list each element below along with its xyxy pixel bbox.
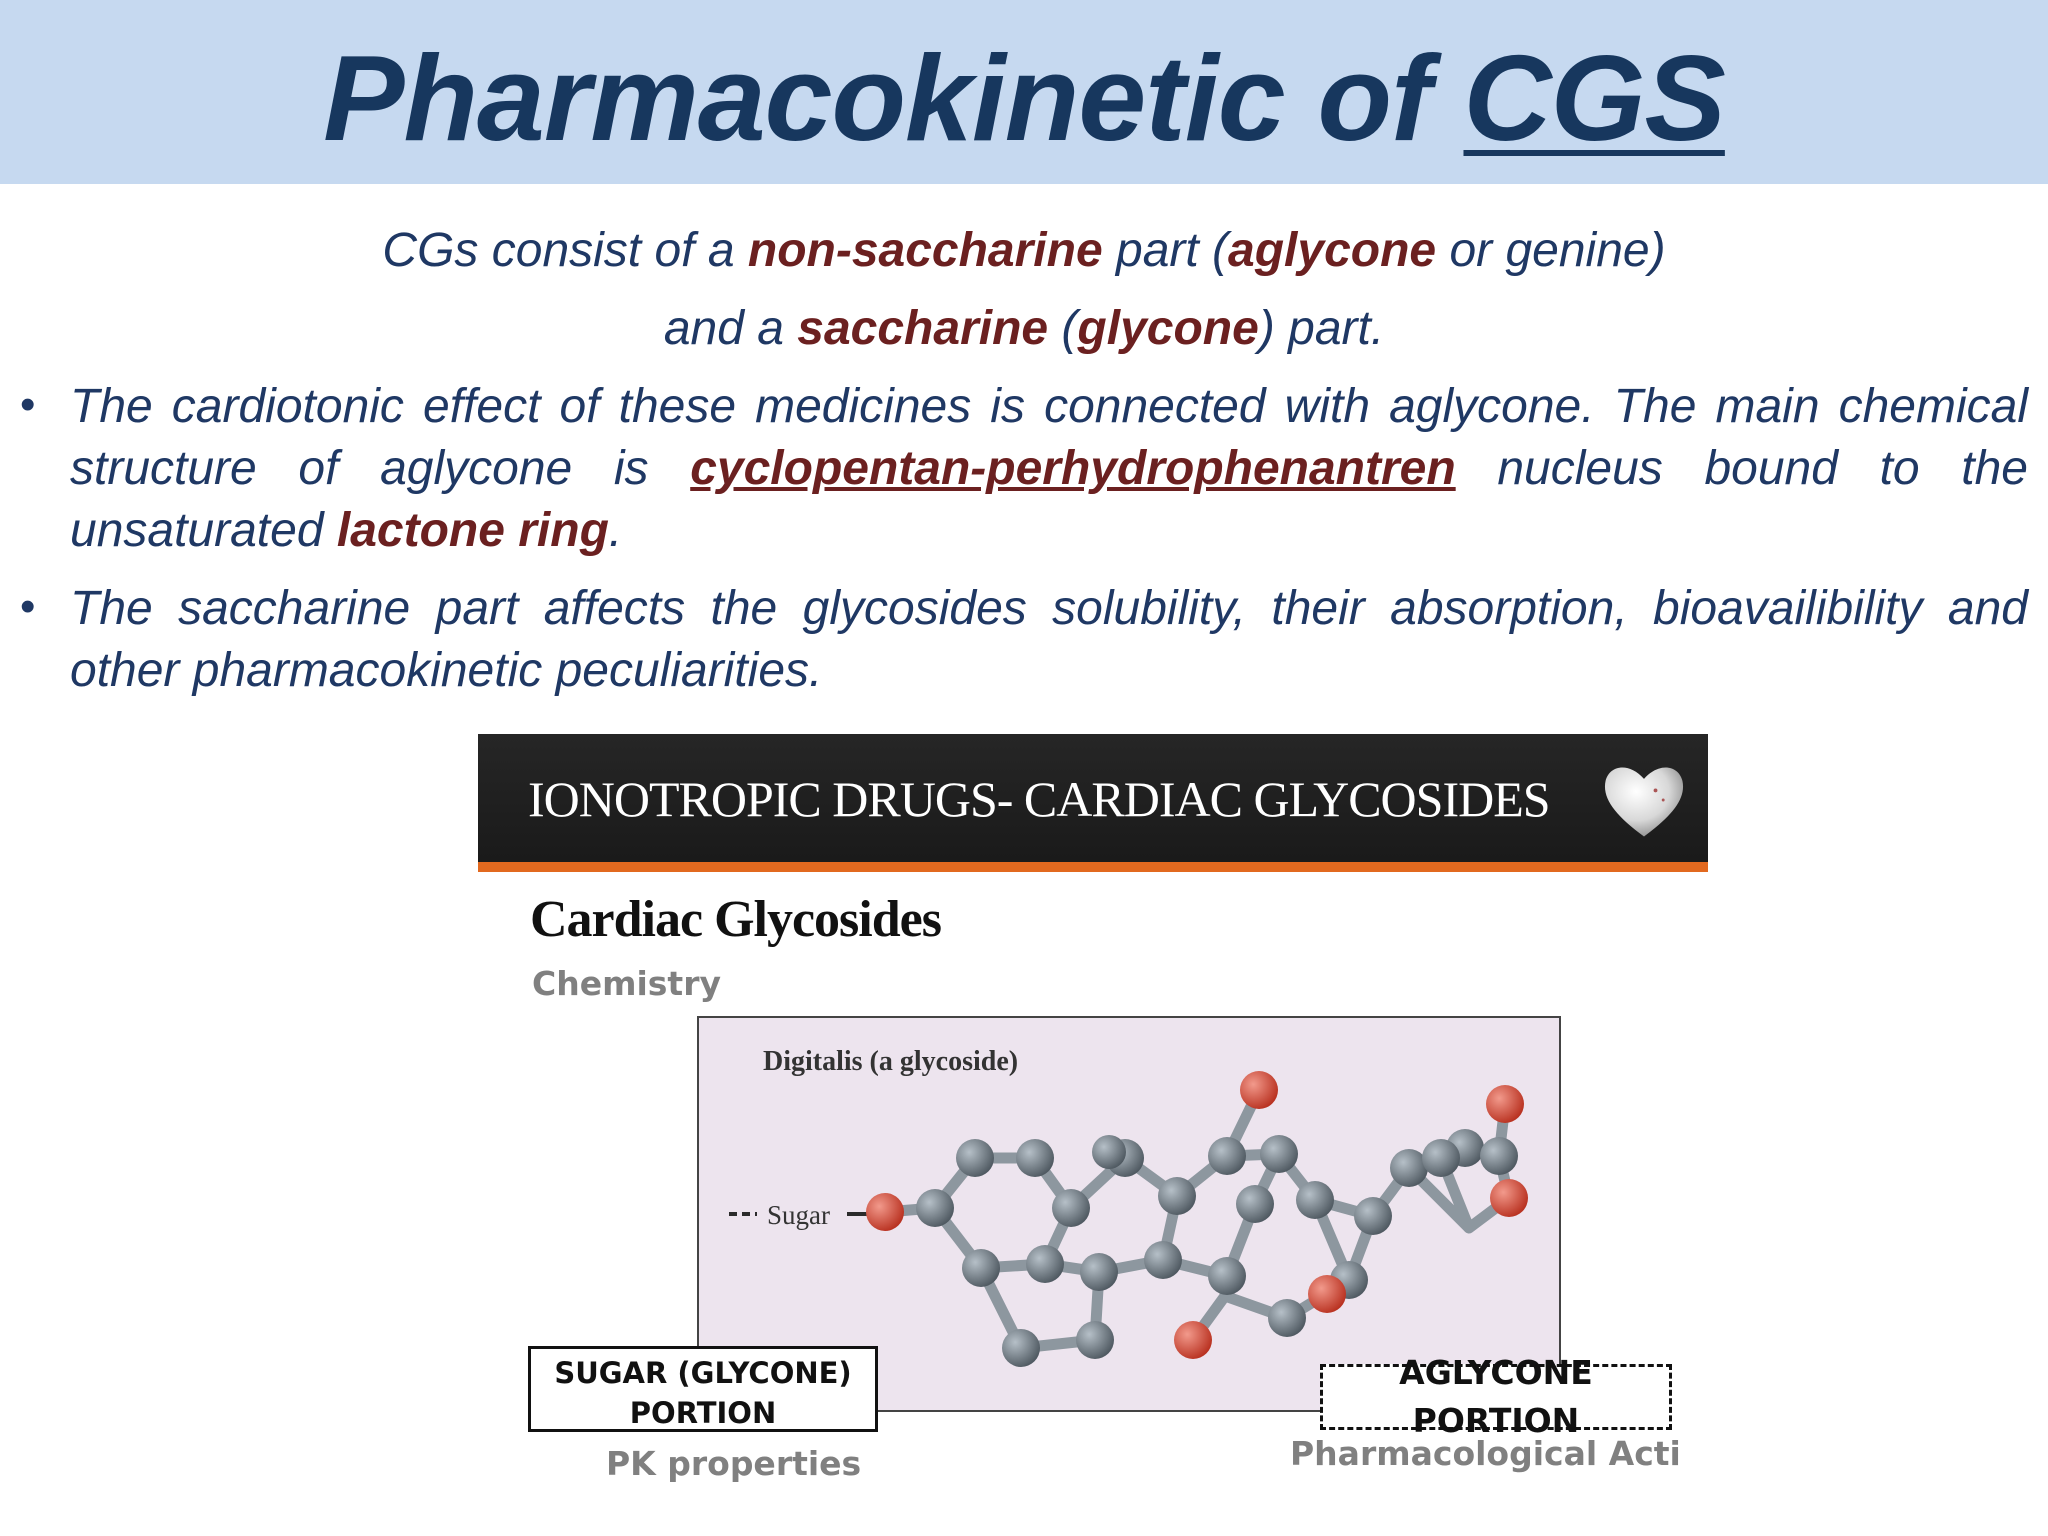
aglycone-box-line: PORTION [1412,1401,1580,1440]
sugar-glycone-portion-box: SUGAR (GLYCONE) PORTION [528,1346,878,1432]
bullet-text: nucleus bound to the unsaturated [70,442,2028,557]
figure-header [478,734,1708,862]
sugar-box-line: PORTION [629,1396,777,1430]
bullet-text: . [608,504,623,557]
aglycone-box-line: AGLYCONE [1399,1353,1593,1392]
pharmacological-activity-label: Pharmacological Acti [1290,1434,1681,1473]
pk-properties-label: PK properties [606,1444,862,1483]
bullet-paragraph-1: The cardiotonic effect of these medicine… [70,376,2028,562]
emphasis-term: aglycone [1228,224,1437,277]
emphasis-term-underlined: cyclopentan-perhydrophenantren [690,442,1456,495]
digitalis-molecule-diagram: Sugar [729,1071,1528,1367]
intro-text: ) part. [1258,302,1385,355]
intro-text: or genine) [1436,224,1666,277]
figure-section-label: Chemistry [532,964,721,1003]
emphasis-term: non-saccharine [747,224,1103,277]
bullet-paragraph-2: The saccharine part affects the glycosid… [70,582,2028,697]
figure-subtitle: Cardiac Glycosides [530,891,942,948]
sugar-marker-text: Sugar [767,1200,830,1230]
cardiac-glycoside-figure: IONOTROPIC DRUGS- CARDIAC GLYCOSIDES Car… [478,734,1708,1504]
intro-line-2: and a saccharine (glycone) part. [0,298,2048,360]
figure-header-title: IONOTROPIC DRUGS- CARDIAC GLYCOSIDES [528,771,1551,827]
bullet-text: The cardiotonic effect of these medicine… [70,380,2028,495]
bullet-marker: • [20,582,36,631]
emphasis-term: lactone ring [336,504,609,557]
intro-text: part ( [1102,224,1229,277]
bullet-marker: • [20,380,36,429]
figure-header-stripe [478,862,1708,872]
intro-text: CGs consist of a [382,224,748,277]
intro-text: ( [1048,302,1078,355]
intro-text: and a [663,302,798,355]
heart-icon [1604,767,1684,837]
emphasis-term: saccharine [797,302,1049,355]
title-underlined-text: CGS [1463,30,1725,166]
intro-line-1: CGs consist of a non-saccharine part (ag… [0,220,2048,282]
molecule-label: Digitalis (a glycoside) [763,1046,1019,1077]
aglycone-portion-box: AGLYCONE PORTION [1320,1353,1672,1440]
title-bar [0,0,2048,184]
emphasis-term: glycone [1077,302,1259,355]
page-title: Pharmacokinetic of CGS [0,28,2048,168]
sugar-box-line: SUGAR (GLYCONE) [554,1356,852,1390]
title-main-text: Pharmacokinetic of [323,30,1464,166]
